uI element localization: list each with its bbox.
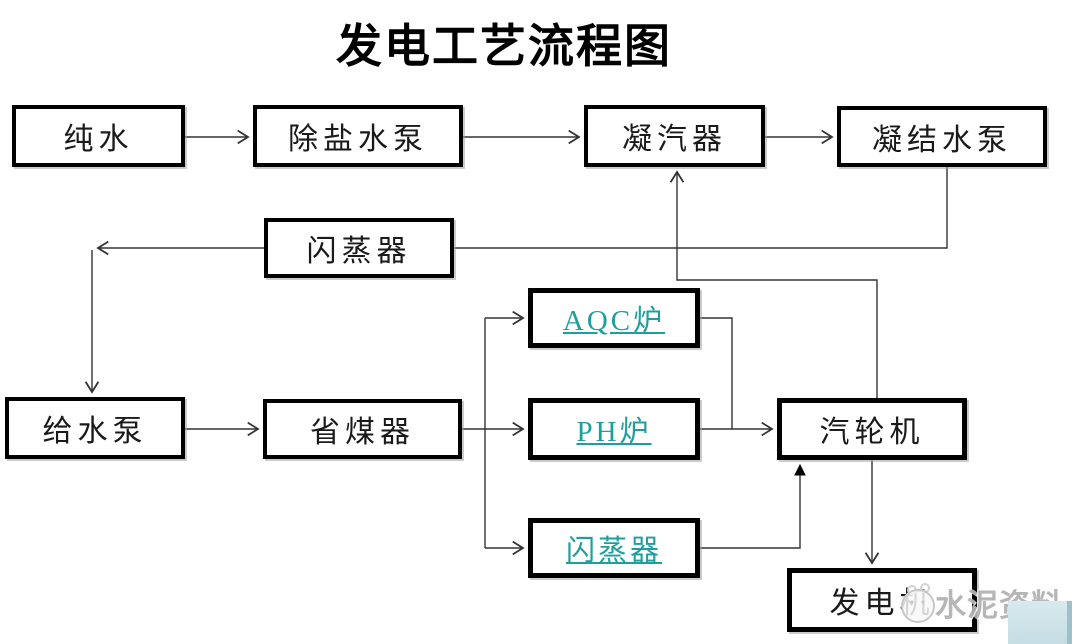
node-economizer-label: 省煤器 <box>310 416 415 449</box>
edge-condensate-pump-to-flash-upper <box>454 167 948 249</box>
node-pure-water: 纯水 <box>12 105 185 167</box>
node-ph-boiler: PH炉 <box>528 398 700 460</box>
node-aqc-boiler: AQC炉 <box>528 288 700 348</box>
node-steam-turbine: 汽轮机 <box>777 398 967 460</box>
node-feed-water-pump: 给水泵 <box>5 397 185 459</box>
node-desalted-water-pump: 除盐水泵 <box>253 105 463 167</box>
node-condensate-pump: 凝结水泵 <box>837 106 1047 167</box>
node-condensate-pump-label: 凝结水泵 <box>872 123 1012 157</box>
node-economizer: 省煤器 <box>263 399 462 459</box>
node-flash-evaporator-upper-label: 闪蒸器 <box>306 235 412 268</box>
edge-turbine-to-condenser <box>669 170 878 398</box>
node-condenser: 凝汽器 <box>584 105 765 167</box>
edge-aqc-boiler-out <box>700 317 733 429</box>
node-generator-label: 发电机 <box>829 587 935 620</box>
node-desalted-water-pump-label: 除盐水泵 <box>288 123 428 156</box>
corner-blue-chip <box>1008 601 1072 644</box>
node-condenser-label: 凝汽器 <box>622 123 727 156</box>
node-flash-evaporator-upper: 闪蒸器 <box>264 218 454 278</box>
node-flash-evaporator-lower-link[interactable]: 闪蒸器 <box>565 535 662 567</box>
edge-flash-lower-to-turbine <box>700 463 806 549</box>
node-feed-water-pump-label: 给水泵 <box>42 415 148 448</box>
node-ph-boiler-link[interactable]: PH炉 <box>576 416 652 448</box>
node-pure-water-label: 纯水 <box>63 123 134 156</box>
node-steam-turbine-label: 汽轮机 <box>819 416 925 449</box>
diagram-title: 发电工艺流程图 <box>336 21 672 72</box>
node-generator: 发电机 <box>787 568 977 632</box>
node-aqc-boiler-link[interactable]: AQC炉 <box>562 305 666 337</box>
node-flash-evaporator-lower: 闪蒸器 <box>528 518 700 578</box>
